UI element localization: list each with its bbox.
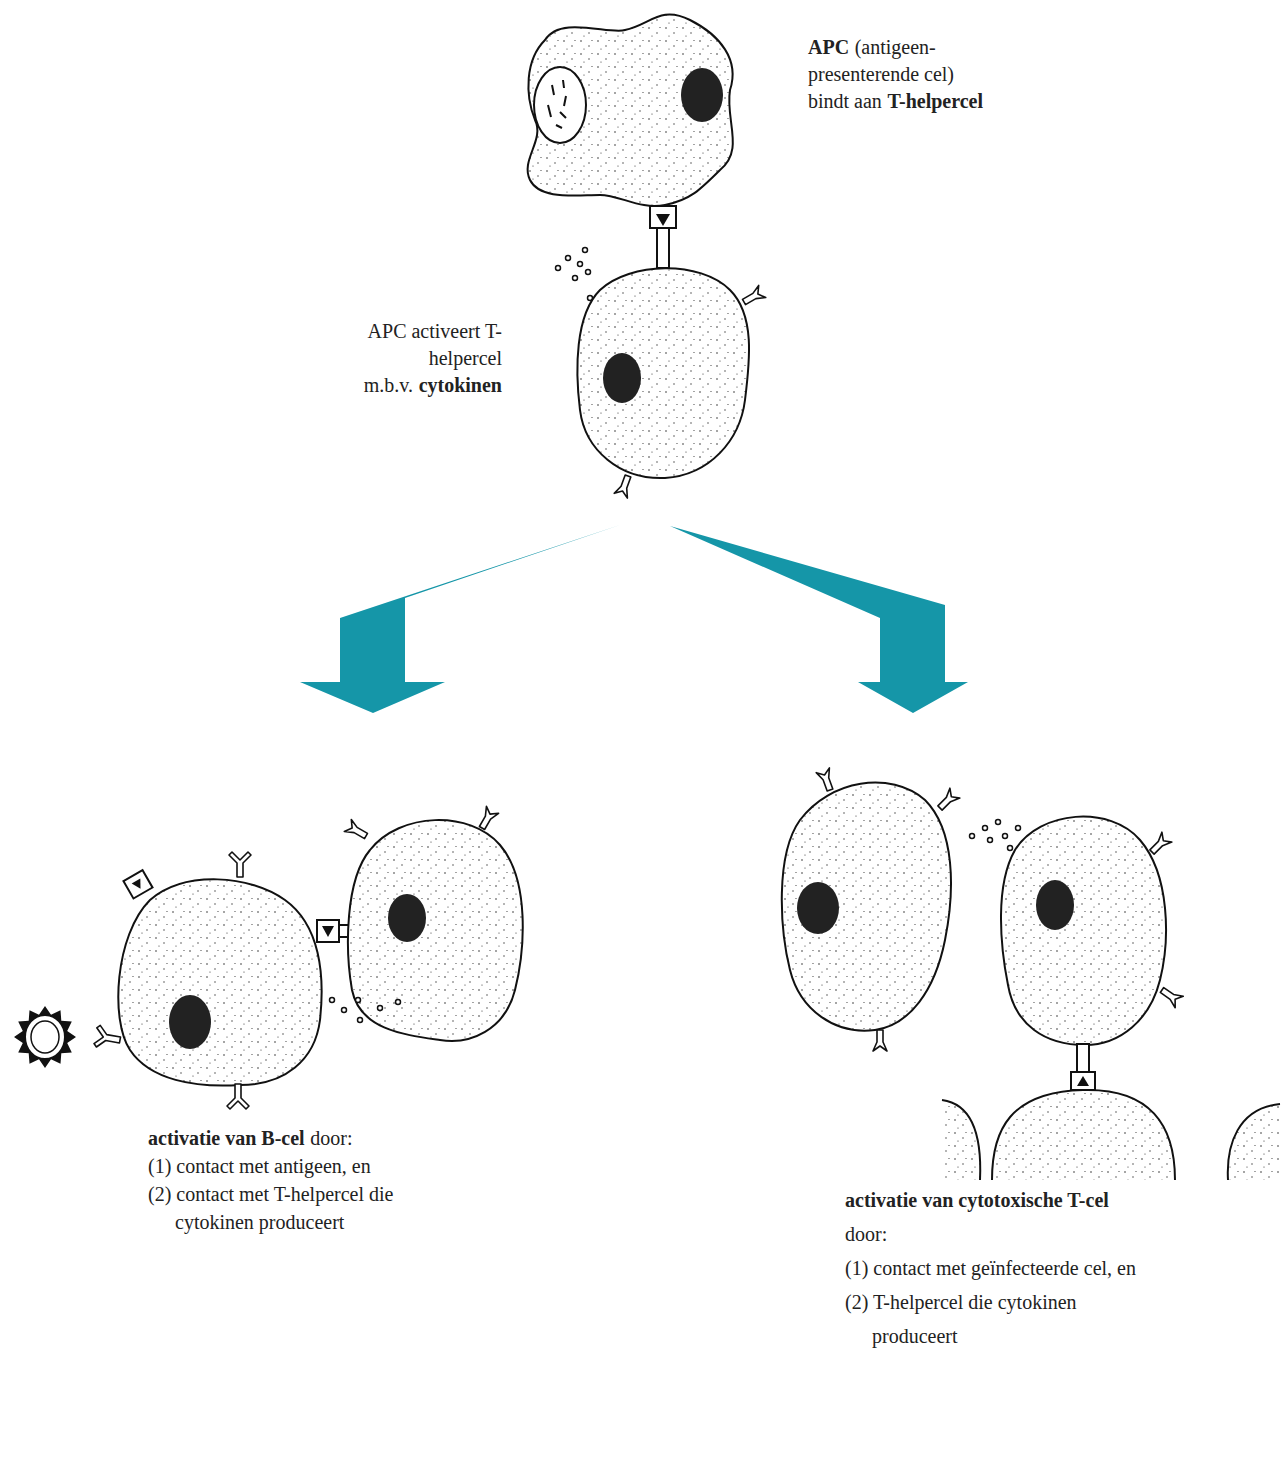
bold-label: activatie van B-cel	[148, 1127, 305, 1149]
label-text: (1) contact met geïnfecteerde cel, en	[845, 1257, 1136, 1279]
bold-label: T-helpercel	[887, 90, 983, 112]
bold-label: APC	[808, 36, 849, 58]
label-text: m.b.v.	[364, 374, 413, 396]
text-block: (1) contact met geïnfecteerde cel, en	[845, 1251, 1136, 1285]
infected-tissue	[942, 1090, 1280, 1180]
cytokines	[330, 998, 401, 1023]
cytokines	[556, 248, 593, 301]
label-text: (2) contact met T-helpercel die cytokine…	[148, 1183, 393, 1233]
cytotoxic-t-cell	[1001, 817, 1183, 1090]
split-arrow-right	[670, 526, 968, 713]
antigen-virus	[14, 1006, 76, 1068]
text-block: (2) T-helpercel die cytokinen produceert	[845, 1285, 1162, 1353]
label-text: APC activeert T-helpercel	[368, 320, 502, 369]
text-block: activatie van B-celdoor:	[148, 1124, 352, 1152]
text-block: door:	[845, 1217, 887, 1251]
t-helper-cell	[344, 806, 522, 1041]
text-block: APC activeert T-helpercel	[362, 318, 502, 372]
label-text: door:	[310, 1127, 352, 1149]
apc-cell	[528, 15, 733, 268]
split-arrow-left	[300, 525, 620, 713]
t-helper-cell	[782, 768, 960, 1051]
label-text: (2) T-helpercel die cytokinen produceert	[845, 1291, 1077, 1347]
text-block: activatie van cytotoxische T-cel	[845, 1183, 1109, 1217]
text-block: APC(antigeen-presenterende cel)	[808, 34, 1008, 88]
text-block: (2) contact met T-helpercel die cytokine…	[148, 1180, 465, 1236]
cytokines	[970, 820, 1021, 851]
label-text: door:	[845, 1223, 887, 1245]
label-text: (1) contact met antigeen, en	[148, 1155, 371, 1177]
bold-label: cytokinen	[419, 374, 502, 396]
bold-label: activatie van cytotoxische T-cel	[845, 1189, 1109, 1211]
text-block: (1) contact met antigeen, en	[148, 1152, 371, 1180]
label-text: bindt aan	[808, 90, 882, 112]
b-cell	[93, 852, 321, 1109]
text-block: bindt aanT-helpercel	[808, 88, 983, 115]
t-helper-cell	[577, 268, 765, 498]
text-block: m.b.v. cytokinen	[364, 372, 502, 399]
